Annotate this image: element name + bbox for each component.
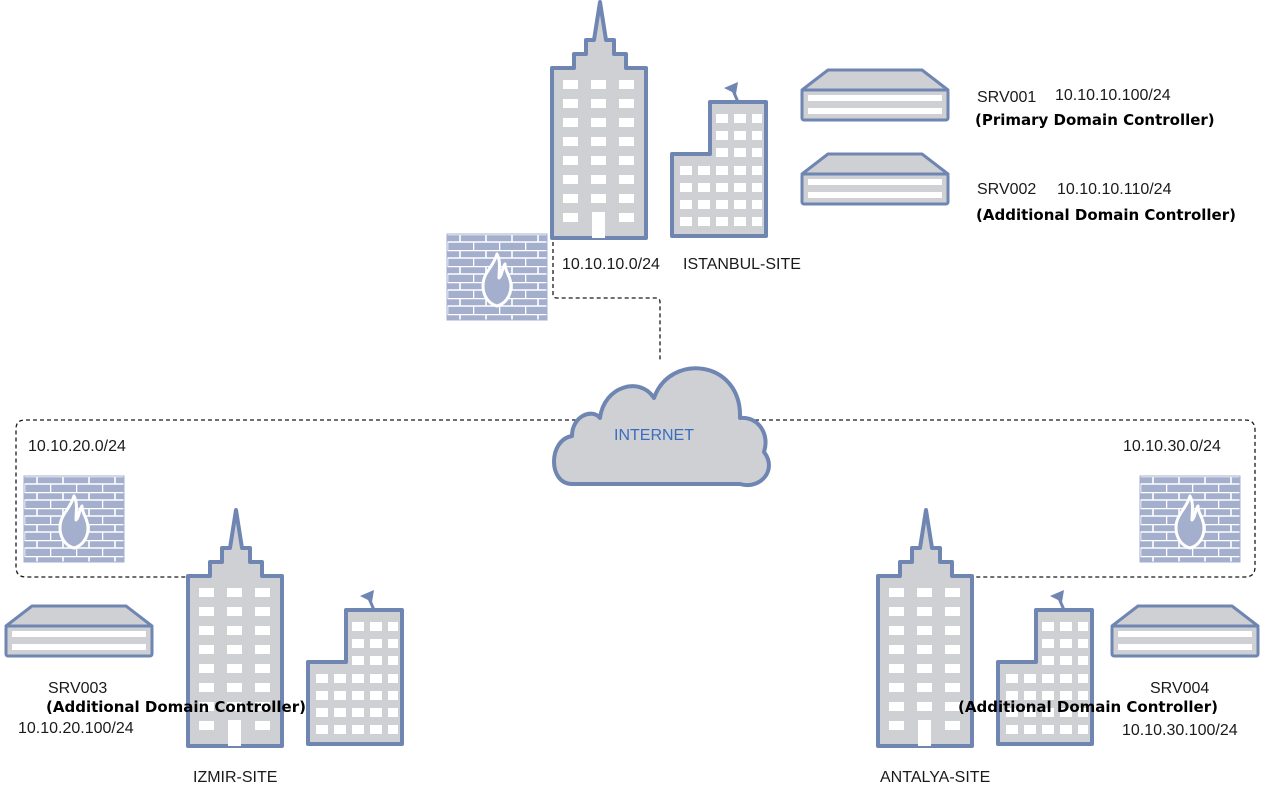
- srv001-role: (Primary Domain Controller): [975, 111, 1215, 129]
- istanbul-site-name: ISTANBUL-SITE: [683, 256, 801, 273]
- building-antenna-icon: [996, 588, 1094, 746]
- srv003-name: SRV003: [48, 680, 108, 697]
- srv002-name: SRV002: [977, 181, 1037, 198]
- antalya-site-name: ANTALYA-SITE: [880, 769, 991, 786]
- building-tower-icon: [550, 0, 648, 240]
- building-antenna-icon: [306, 588, 404, 746]
- server-icon: [1110, 604, 1260, 658]
- firewall-icon: [445, 232, 549, 322]
- server-icon: [800, 68, 950, 122]
- firewall-icon: [1138, 474, 1242, 564]
- izmir-site-name: IZMIR-SITE: [193, 769, 278, 786]
- link-antalya-internet: [748, 419, 1256, 578]
- building-antenna-icon: [670, 80, 768, 238]
- izmir-subnet: 10.10.20.0/24: [28, 438, 126, 455]
- srv001-ip: 10.10.10.100/24: [1055, 87, 1171, 104]
- srv004-name: SRV004: [1150, 680, 1210, 697]
- srv004-ip: 10.10.30.100/24: [1122, 722, 1238, 739]
- link-istanbul-internet: [552, 235, 661, 360]
- srv001-name: SRV001: [977, 89, 1037, 106]
- srv003-role: (Additional Domain Controller): [46, 698, 306, 716]
- srv003-ip: 10.10.20.100/24: [18, 720, 134, 737]
- antalya-subnet: 10.10.30.0/24: [1123, 438, 1221, 455]
- internet-label: INTERNET: [614, 427, 694, 444]
- srv002-role: (Additional Domain Controller): [976, 206, 1236, 224]
- firewall-icon: [22, 474, 126, 564]
- server-icon: [4, 604, 154, 658]
- link-izmir-internet: [15, 419, 590, 578]
- istanbul-subnet: 10.10.10.0/24: [562, 256, 660, 273]
- srv002-ip: 10.10.10.110/24: [1057, 181, 1172, 198]
- cloud-icon: [552, 366, 771, 488]
- srv004-role: (Additional Domain Controller): [958, 698, 1218, 716]
- server-icon: [800, 152, 950, 206]
